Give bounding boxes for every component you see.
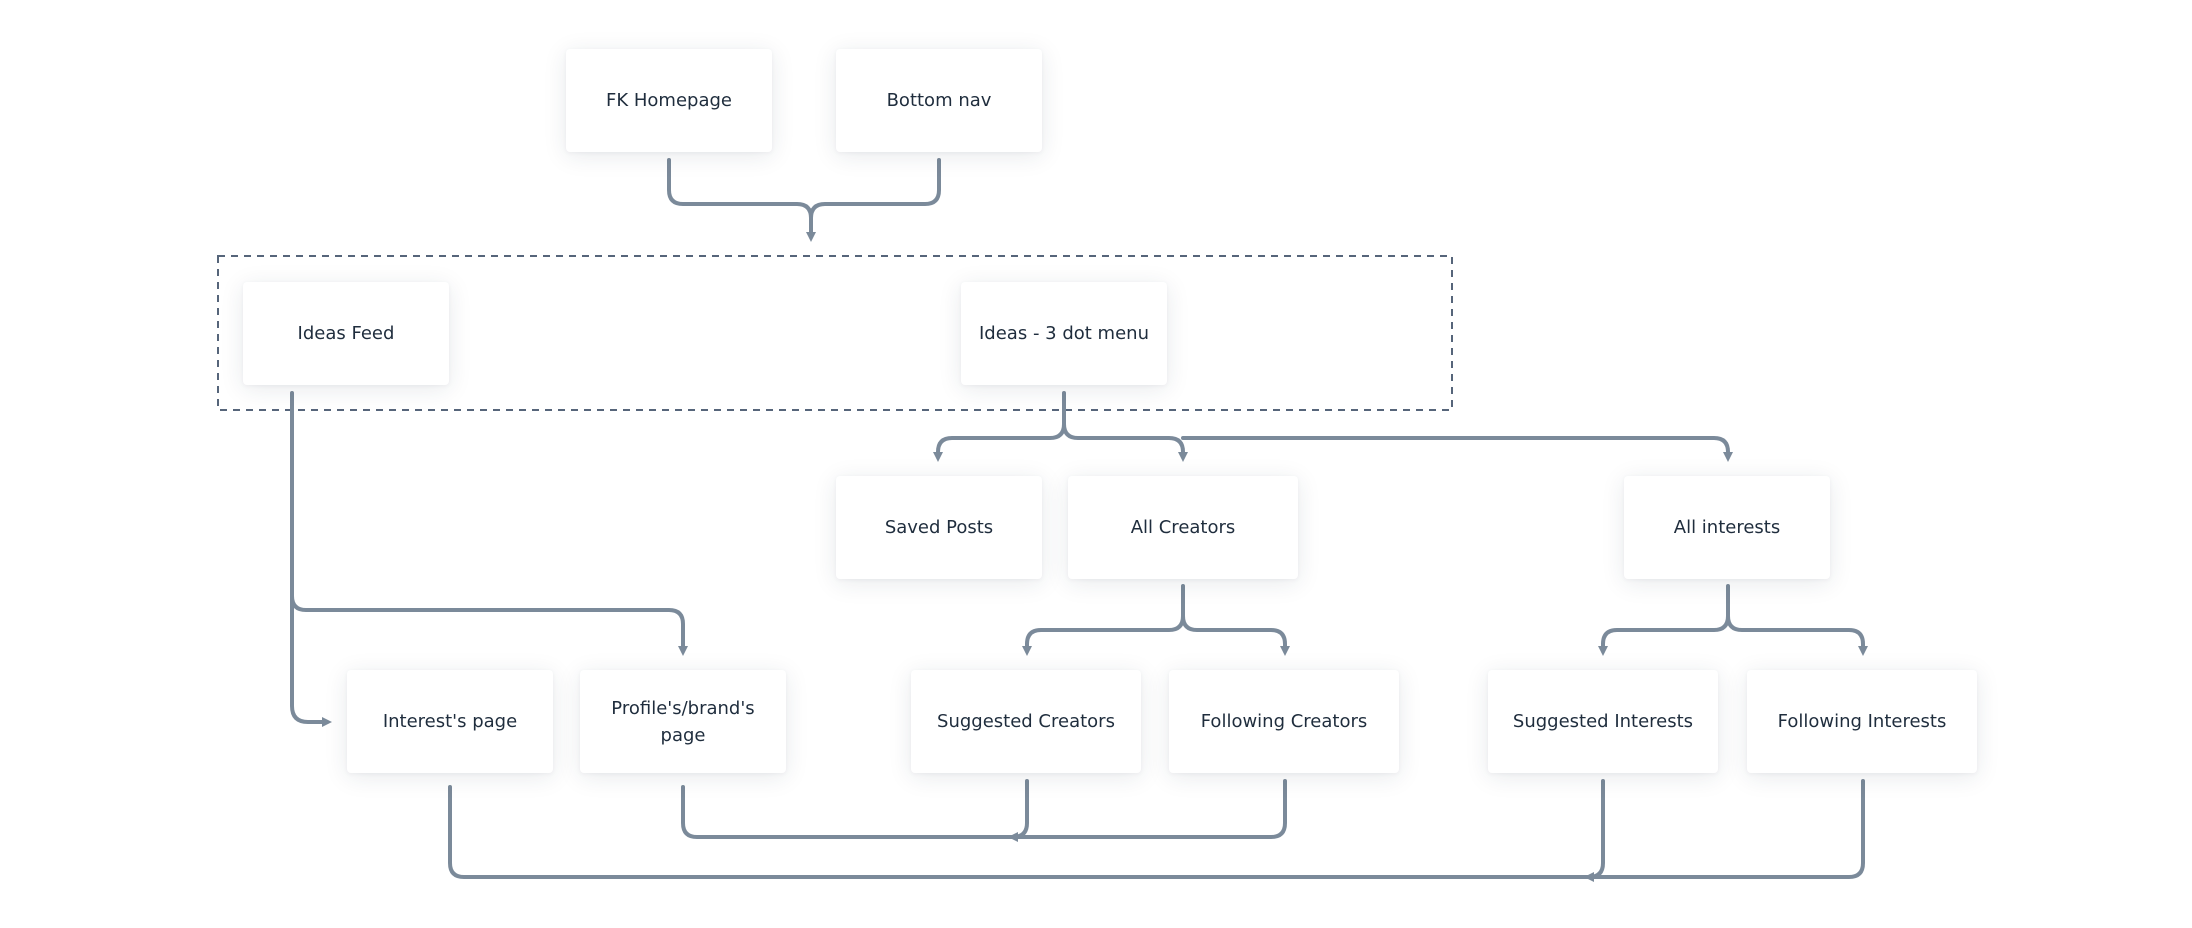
connector-entry-to-ideas — [667, 158, 941, 237]
menu-group-boundary — [217, 255, 1453, 411]
connector-creators-split — [1025, 584, 1285, 651]
connector-menu-to-all-interests — [1181, 436, 1733, 462]
node-following-creators[interactable]: Following Creators — [1169, 670, 1399, 773]
node-profile-brand-page[interactable]: Profile's/brand's page — [580, 670, 786, 773]
node-suggested-interests[interactable]: Suggested Interests — [1488, 670, 1718, 773]
node-fk-homepage[interactable]: FK Homepage — [566, 49, 772, 152]
node-interests-page[interactable]: Interest's page — [347, 670, 553, 773]
connector-menu-to-all-creators — [1062, 422, 1188, 462]
connector-feed-to-interests-page — [290, 391, 332, 727]
connector-interests-split — [1601, 584, 1863, 651]
connector-creators-to-profile-page — [681, 779, 1287, 837]
node-following-interests[interactable]: Following Interests — [1747, 670, 1977, 773]
connector-interests-to-interests-page — [448, 779, 1865, 877]
node-bottom-nav[interactable]: Bottom nav — [836, 49, 1042, 152]
node-all-creators[interactable]: All Creators — [1068, 476, 1298, 579]
node-all-interests[interactable]: All interests — [1624, 476, 1830, 579]
connector-menu-to-saved-posts — [933, 391, 1066, 462]
node-ideas-3-dot-menu[interactable]: Ideas - 3 dot menu — [961, 282, 1167, 385]
node-suggested-creators[interactable]: Suggested Creators — [911, 670, 1141, 773]
node-saved-posts[interactable]: Saved Posts — [836, 476, 1042, 579]
connector-feed-to-profile-page — [290, 594, 688, 656]
node-ideas-feed[interactable]: Ideas Feed — [243, 282, 449, 385]
